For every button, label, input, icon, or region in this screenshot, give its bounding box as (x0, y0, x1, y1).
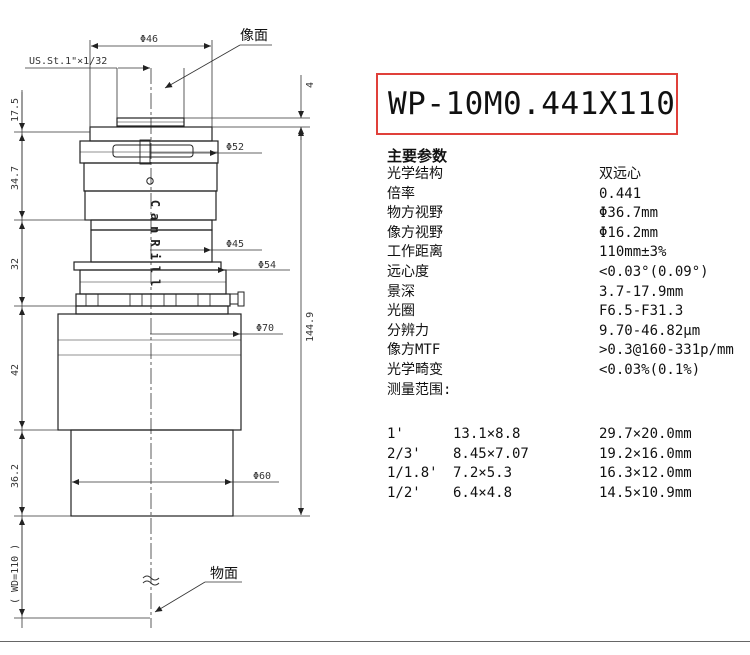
dim-h4: 4 (305, 82, 316, 88)
measure-object: 14.5×10.9mm (599, 484, 692, 501)
measure-row: 2/3' 8.45×7.07 19.2×16.0mm (387, 445, 692, 465)
measure-table: 1' 13.1×8.8 29.7×20.0mm 2/3' 8.45×7.07 19.2×… (387, 425, 692, 503)
spec-row: 景深 3.7-17.9mm (387, 283, 747, 303)
dim-d70: Φ70 (256, 323, 274, 334)
measure-object: 16.3×12.0mm (599, 465, 692, 482)
spec-key: 物方视野 (387, 205, 443, 222)
spec-key: 光圈 (387, 303, 415, 320)
measure-sensor: 2/3' (387, 445, 421, 462)
spec-row: 像方视野 Φ16.2mm (387, 224, 747, 244)
spec-key: 工作距离 (387, 244, 443, 261)
measure-sensor: 1' (387, 426, 404, 442)
dim-h34-7: 34.7 (10, 166, 21, 190)
measure-row: 1' 13.1×8.8 29.7×20.0mm (387, 425, 692, 445)
spec-value: 双远心 (599, 166, 641, 182)
spec-row: 光学畸变 <0.03%(0.1%) (387, 361, 747, 381)
dim-wd: ( WD=110 ) (10, 544, 21, 604)
bottom-rule (0, 641, 750, 642)
label-image-plane: 像面 (240, 28, 268, 44)
spec-row: 物方视野 Φ36.7mm (387, 204, 747, 224)
spec-value: <0.03°(0.09°) (599, 263, 709, 280)
spec-row: 光学结构 双远心 (387, 165, 747, 185)
spec-row: 远心度 <0.03°(0.09°) (387, 263, 747, 283)
spec-row: 光圈 F6.5-F31.3 (387, 302, 747, 322)
dim-h17-5: 17.5 (10, 98, 21, 122)
spec-key: 像方视野 (387, 224, 443, 241)
lens-body (57, 117, 245, 517)
spec-row: 工作距离 110mm±3% (387, 243, 747, 263)
spec-value: Φ36.7mm (599, 205, 659, 222)
measure-object: 29.7×20.0mm (599, 426, 692, 442)
spec-value: F6.5-F31.3 (599, 303, 684, 320)
ring-brand-text: CanRill (148, 200, 162, 293)
spec-value: >0.3@160-331p/mm (599, 342, 734, 359)
model-title-box: WP-10M0.441X110 (376, 73, 678, 135)
spec-row: 像方MTF >0.3@160-331p/mm (387, 341, 747, 361)
spec-value: <0.03%(0.1%) (599, 361, 701, 378)
dim-d45: Φ45 (226, 239, 244, 250)
spec-key: 倍率 (387, 185, 415, 202)
dim-d60: Φ60 (253, 471, 271, 482)
measure-sensor: 1/1.8' (387, 465, 438, 482)
spec-table: 主要参数 光学结构 双远心 倍率 0.441 物方视野 Φ36.7mm 像方视野 Φ16… (387, 147, 747, 400)
dim-h36-2: 36.2 (10, 464, 21, 488)
measure-label: 测量范围: (387, 381, 452, 398)
spec-row: 倍率 0.441 (387, 185, 747, 205)
spec-heading: 主要参数 (387, 147, 448, 165)
label-object-plane: 物面 (210, 566, 238, 582)
measure-image: 13.1×8.8 (453, 426, 521, 442)
measure-object: 19.2×16.0mm (599, 445, 692, 462)
spec-key: 光学结构 (387, 166, 443, 182)
spec-row: 分辨力 9.70-46.82μm (387, 322, 747, 342)
spec-key: 景深 (387, 283, 415, 300)
dim-d54: Φ54 (258, 260, 276, 271)
dim-d52: Φ52 (226, 142, 244, 153)
dim-h32: 32 (10, 258, 21, 270)
spec-key: 远心度 (387, 263, 429, 280)
dim-h42: 42 (10, 364, 21, 376)
spec-value: 9.70-46.82μm (599, 322, 701, 339)
dim-mount: US.St.1"×1/32 (29, 56, 107, 67)
spec-key: 光学畸变 (387, 361, 443, 378)
model-title: WP-10M0.441X110 (388, 86, 676, 122)
measure-row: 1/2' 6.4×4.8 14.5×10.9mm (387, 484, 692, 504)
spec-value: 110mm±3% (599, 244, 667, 261)
measure-image: 8.45×7.07 (453, 445, 529, 462)
spec-value: Φ16.2mm (599, 224, 659, 241)
spec-key: 像方MTF (387, 342, 441, 359)
measure-row: 1/1.8' 7.2×5.3 16.3×12.0mm (387, 464, 692, 484)
spec-value: 0.441 (599, 185, 642, 202)
dim-d46: Φ46 (140, 34, 158, 45)
measure-image: 6.4×4.8 (453, 484, 513, 501)
measure-sensor: 1/2' (387, 484, 421, 501)
dim-h144-9: 144.9 (305, 312, 316, 342)
spec-value: 3.7-17.9mm (599, 283, 684, 300)
spec-key: 分辨力 (387, 322, 429, 339)
measure-image: 7.2×5.3 (453, 465, 513, 482)
